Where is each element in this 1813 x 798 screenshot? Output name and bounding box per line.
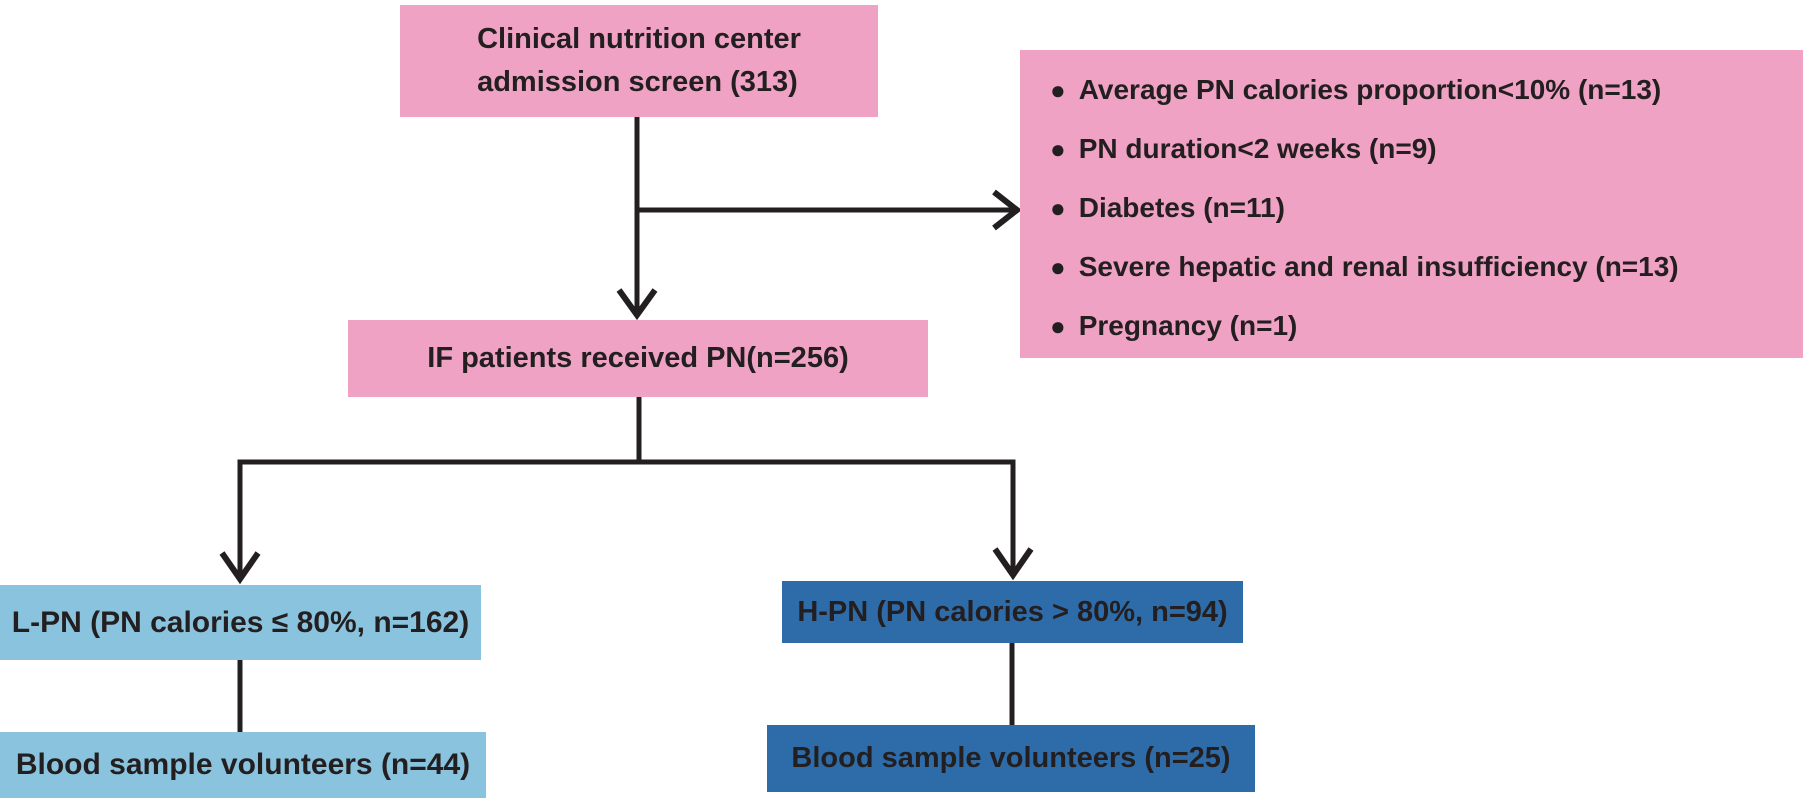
exclusion-item: ● Severe hepatic and renal insufficiency…	[1050, 251, 1783, 283]
exclusion-item: ● Average PN calories proportion<10% (n=…	[1050, 74, 1783, 106]
exclusion-item: ● PN duration<2 weeks (n=9)	[1050, 133, 1783, 165]
lpn-group-box: L-PN (PN calories ≤ 80%, n=162)	[0, 585, 481, 660]
arrowhead-down-to-lpn	[219, 551, 261, 585]
bullet-icon: ●	[1050, 193, 1066, 223]
lpn-group-label: L-PN (PN calories ≤ 80%, n=162)	[11, 605, 470, 639]
bullet-icon: ●	[1050, 311, 1066, 341]
bullet-icon: ●	[1050, 134, 1066, 164]
lpn-blood-sample-label: Blood sample volunteers (n=44)	[15, 748, 471, 781]
exclusion-item: ● Pregnancy (n=1)	[1050, 310, 1783, 342]
top-box-text: Clinical nutrition center admission scre…	[477, 18, 801, 105]
arrowhead-down-to-hpn	[992, 547, 1034, 581]
arrowhead-right-to-exclusions	[992, 189, 1022, 231]
exclusion-criteria-box: ● Average PN calories proportion<10% (n=…	[1020, 50, 1803, 358]
exclusion-item-label: Severe hepatic and renal insufficiency (…	[1078, 251, 1679, 282]
top-box-admission-screen: Clinical nutrition center admission scre…	[400, 5, 878, 117]
exclusion-item: ● Diabetes (n=11)	[1050, 192, 1783, 224]
exclusion-item-label: PN duration<2 weeks (n=9)	[1078, 133, 1437, 164]
hpn-blood-sample-box: Blood sample volunteers (n=25)	[767, 725, 1255, 792]
top-box-line1: Clinical nutrition center	[477, 22, 801, 55]
bullet-icon: ●	[1050, 75, 1066, 105]
middle-box-if-patients: IF patients received PN(n=256)	[348, 320, 928, 397]
hpn-group-label: H-PN (PN calories > 80%, n=94)	[797, 595, 1228, 628]
exclusion-item-label: Average PN calories proportion<10% (n=13…	[1078, 74, 1662, 105]
exclusion-item-label: Pregnancy (n=1)	[1078, 310, 1298, 341]
arrowheads	[219, 189, 1034, 585]
middle-box-label: IF patients received PN(n=256)	[427, 342, 849, 374]
connector-lines	[237, 117, 1016, 734]
arrowhead-down-to-middle	[616, 288, 658, 321]
hpn-group-box: H-PN (PN calories > 80%, n=94)	[782, 581, 1243, 643]
bullet-icon: ●	[1050, 252, 1066, 282]
lpn-blood-sample-box: Blood sample volunteers (n=44)	[0, 732, 486, 798]
top-box-line2: admission screen (313)	[477, 66, 798, 98]
exclusion-item-label: Diabetes (n=11)	[1078, 192, 1285, 223]
hpn-blood-sample-label: Blood sample volunteers (n=25)	[791, 742, 1231, 774]
